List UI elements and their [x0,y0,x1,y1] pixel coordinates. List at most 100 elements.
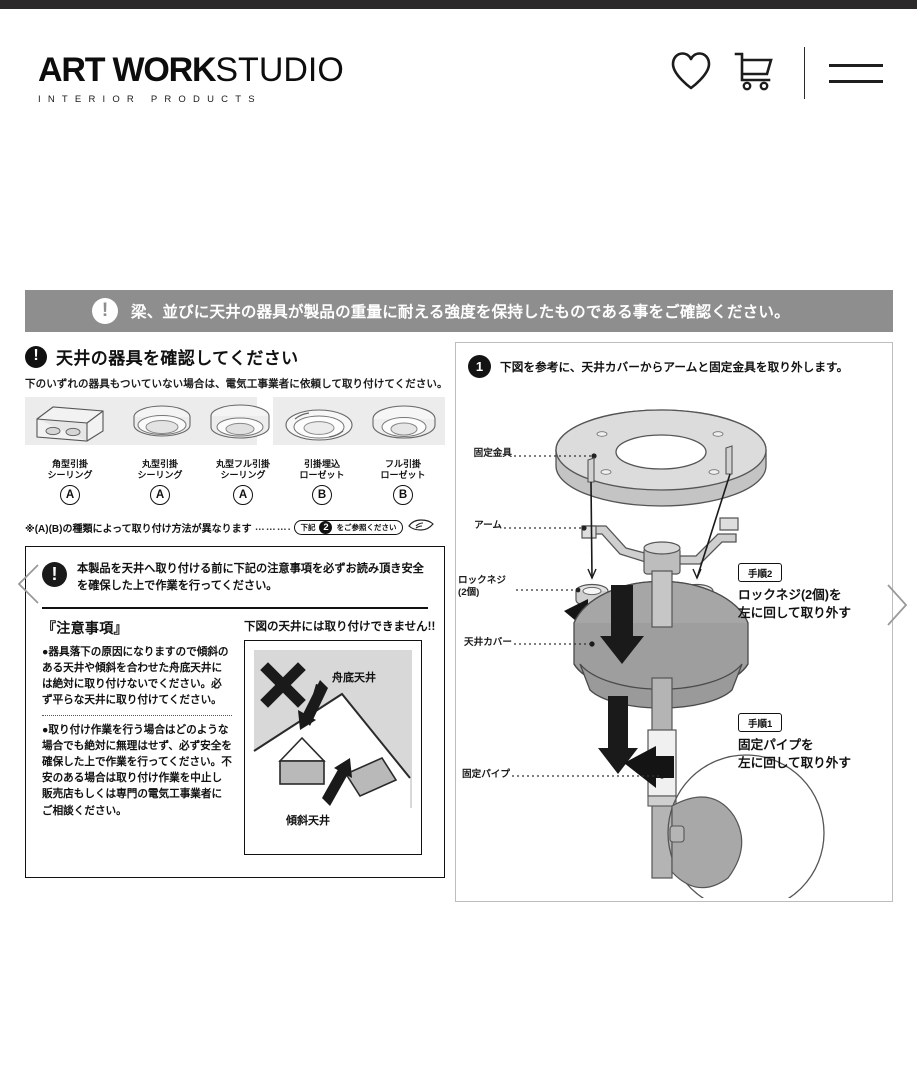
leader-lines [504,455,662,777]
label-fixed-pipe: 固定パイプ [462,769,510,780]
alignment-rods [587,473,731,580]
fixture-label-2-line1: 丸型フル引掛 [215,459,270,469]
fixture-type-badge-row: A A A B B [25,485,445,511]
pill-suffix: をご参照ください [336,522,397,532]
caution-section-title: 『注意事項』 [42,619,128,636]
caution-headline-text: 本製品を天井へ取り付ける前に下記の注意事項を必ずお読み頂き安全を確保した上で作業… [77,563,424,593]
step-2-text: ロックネジ(2個)を 左に回して取り外す [738,587,851,623]
step-number-badge: 1 [468,355,491,378]
fixture-type-badge-0: A [60,485,80,505]
hamburger-menu-button[interactable] [825,47,887,99]
right-panel-step-1: 1 下図を参考に、天井カバーからアームと固定金具を取り外します。 [455,342,908,902]
brand-light: STUDIO [215,51,344,89]
chevron-left-icon [16,563,42,610]
label-arm: アーム [474,520,502,531]
fixture-label-row: 角型引掛 シーリング 丸型引掛 シーリング 丸型フル引掛 シーリング 引掛埋込 … [25,459,445,485]
fixture-label-2-line2: シーリング [220,470,266,481]
fixture-label-0-line2: シーリング [47,470,93,481]
arrow-down-pipe [598,696,638,774]
fixture-illustration-round-rose [133,405,191,437]
arrow-up-right-icon [322,757,352,806]
step-1-line1: 固定パイプを [738,738,814,752]
caution-divider [42,606,428,609]
label-sloped-ceiling: 傾斜天井 [285,813,330,827]
cart-icon [731,50,775,97]
step-1-heading-row: 1 下図を参考に、天井カバーからアームと固定金具を取り外します。 [456,343,892,378]
label-lock-screw-line1: ロックネジ [458,575,506,586]
chevron-right-icon [884,583,910,632]
left-column: ! 天井の器具を確認してください 下のいずれの器具もついていない場合は、電気工事… [17,344,449,882]
rotate-arrow-fixed-pipe [624,746,674,788]
header-divider [804,47,805,99]
hamburger-line-2 [829,79,883,83]
note-dots: ………. [254,521,292,533]
caution-bullet-separator [42,715,232,717]
fixture-type-note-row: ※(A)(B)の種類によって取り付け方法が異なります ………. 下記 2 をご参… [25,518,445,536]
exclamation-mark: ! [51,564,58,584]
wishlist-button[interactable] [660,47,722,99]
caution-bullet-1: ●器具落下の原因になりますので傾斜のある天井や傾斜を合わせた舟底天井には絶対に取… [42,645,229,706]
fixture-illustration-embedded-rosette [285,409,353,441]
caution-headline-row: ! 本製品を天井へ取り付ける前に下記の注意事項を必ずお読み頂き安全を確保した上で… [26,547,444,596]
mounting-plate [555,409,767,507]
fixture-type-badge-2: A [233,485,253,505]
caution-box: ! 本製品を天井へ取り付ける前に下記の注意事項を必ずお読み頂き安全を確保した上で… [17,546,449,882]
check-fixture-heading-text: 天井の器具を確認してください [56,349,299,368]
arrow-down-cover [600,585,644,664]
lamp-shade [667,754,825,898]
fixture-label-4-line1: フル引掛 [384,459,421,469]
fixture-label-0: 角型引掛 シーリング [27,459,113,482]
exclamation-icon: ! [92,298,118,324]
brand-wordmark: ART WORKSTUDIO [38,53,344,87]
fixture-label-1-line2: シーリング [137,470,183,481]
fixture-label-1-line1: 丸型引掛 [141,459,178,469]
check-fixture-subtitle: 下のいずれの器具もついていない場合は、電気工事業者に依頼して取り付けてください。 [25,378,448,390]
step-1-line2: 左に回して取り外す [738,755,851,770]
caution-figure-column: 下図の天井には取り付けできません!! [244,618,436,855]
fixture-label-4-line2: ローゼット [380,470,426,481]
heart-icon [670,51,712,96]
fixture-illustration-round-full-rose [210,404,270,439]
exclamation-icon-caution: ! [42,562,67,587]
caution-figure-title: 下図の天井には取り付けできません!! [244,620,436,633]
see-step-2-pill[interactable]: 下記 2 をご参照ください [294,519,404,535]
x-mark-icon [260,661,306,708]
warning-ribbon-text: 梁、並びに天井の器具が製品の重量に耐える強度を保持したものである事をご確認くださ… [131,304,790,321]
step-number: 1 [475,359,484,374]
fixture-type-badge-4: B [393,485,413,505]
brand-logo[interactable]: ART WORKSTUDIO INTERIOR PRODUCTS [38,53,344,105]
arm-assembly [581,517,739,575]
unsuitable-ceiling-diagram: 舟底天井 傾斜天井 [253,649,412,827]
fixture-label-3-line1: 引掛埋込 [303,459,340,469]
label-ceiling-cover: 天井カバー [464,637,512,648]
label-lock-screw: ロックネジ (2個) [456,575,514,599]
pill-step-number: 2 [319,520,333,534]
fixture-type-badge-3: B [312,485,332,505]
site-header: ART WORKSTUDIO INTERIOR PRODUCTS [0,9,917,119]
fixture-label-0-line1: 角型引掛 [51,459,88,469]
label-lock-screw-line2: (2個) [458,586,480,598]
fixture-label-2: 丸型フル引掛 シーリング [197,459,289,482]
fixture-type-badge-1: A [150,485,170,505]
caution-body: 『注意事項』 ●器具落下の原因になりますので傾斜のある天井や傾斜を合わせた舟底天… [26,609,444,855]
fixture-type-note-text: ※(A)(B)の種類によって取り付け方法が異なります [25,523,252,535]
step-1-callout: 手順1 固定パイプを 左に回して取り外す [738,713,851,773]
step-1-text: 固定パイプを 左に回して取り外す [738,737,851,773]
step-1-diagram-canvas: 固定金具 アーム ロックネジ (2個) 天井カバー 固定パイプ 手順2 ロックネ… [456,378,908,898]
header-icon-group [660,47,887,99]
fixture-label-3-line2: ローゼット [299,470,345,481]
fixture-label-3: 引掛埋込 ローゼット [281,459,363,482]
brand-tagline: INTERIOR PRODUCTS [38,94,262,105]
label-mounting-bracket: 固定金具 [473,448,512,459]
step-2-tag: 手順2 [738,563,783,582]
warning-ribbon: ! 梁、並びに天井の器具が製品の重量に耐える強度を保持したものである事をご確認く… [25,290,893,332]
top-strip [0,0,917,9]
pill-prefix: 下記 [300,522,316,532]
fixture-illustration-strip [25,397,445,457]
arrow-down-left-icon [298,679,328,730]
caution-text-column: 『注意事項』 ●器具落下の原因になりますので傾斜のある天井や傾斜を合わせた舟底天… [42,618,232,855]
exclamation-icon-heading: ! [25,345,47,368]
cart-button[interactable] [722,47,784,99]
fixture-illustration-full-rosette [372,405,436,439]
